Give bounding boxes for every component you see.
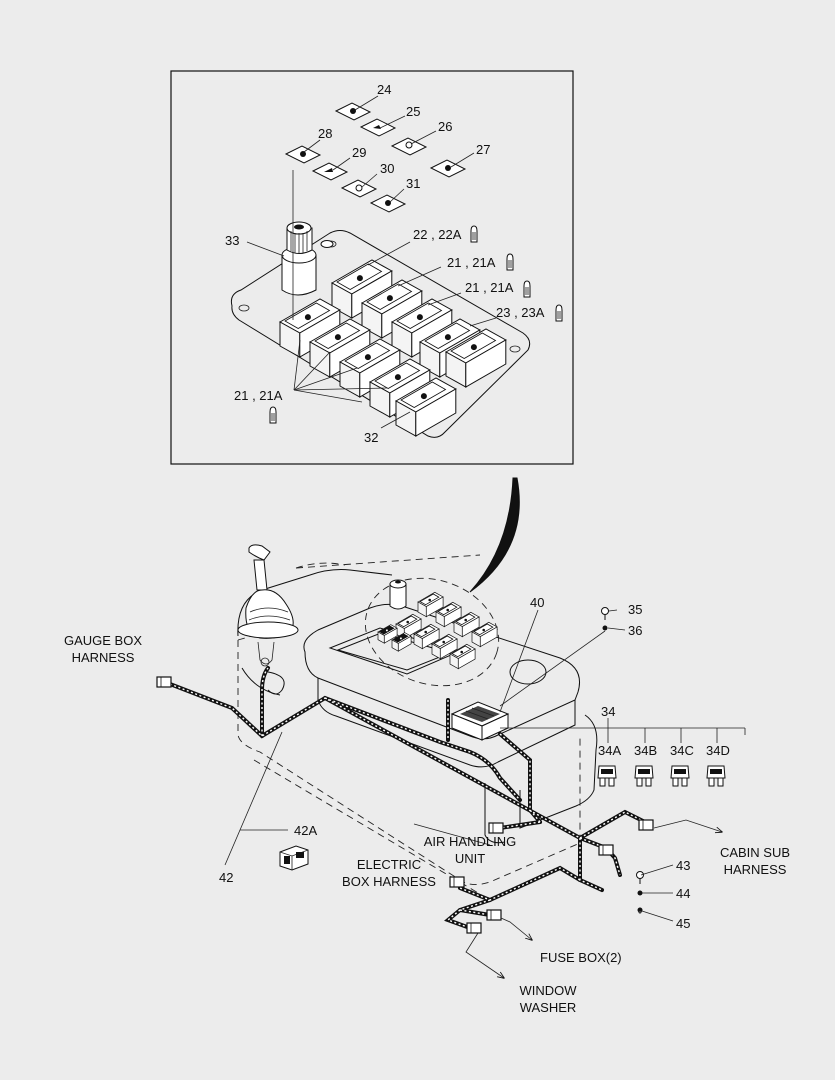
connector-air-handling: [488, 822, 504, 834]
connector-42a: [279, 845, 309, 871]
symbol-keycaps: [284, 102, 467, 213]
bulb-icon: [269, 406, 277, 424]
part-label-27: 27: [476, 142, 490, 157]
air-handling-unit-label: AIR HANDLING: [424, 834, 516, 849]
part-label-43: 43: [676, 858, 690, 873]
connector-electric-box: [449, 876, 465, 888]
part-label-22: 22 , 22A: [413, 227, 462, 242]
part-label-44: 44: [676, 886, 690, 901]
wire-harness: [168, 666, 647, 930]
part-label-40: 40: [530, 595, 544, 610]
window-washer-label: WINDOW: [519, 983, 577, 998]
fuse-34a: [597, 765, 617, 787]
part-label-24: 24: [377, 82, 391, 97]
part-label-29: 29: [352, 145, 366, 160]
cabin-sub-harness-label: CABIN SUB: [720, 845, 790, 860]
gauge-box-harness-label: GAUGE BOX: [64, 633, 142, 648]
bulb-icon: [523, 280, 531, 298]
bulb-icon: [470, 225, 478, 243]
rocker-switches: [278, 259, 507, 437]
part-label-21-left: 21 , 21A: [234, 388, 283, 403]
joystick: [237, 544, 299, 667]
part-label-42: 42: [219, 870, 233, 885]
part-label-33: 33: [225, 233, 239, 248]
part-label-32: 32: [364, 430, 378, 445]
screw-43: [636, 871, 644, 884]
switch-cluster-console: [377, 591, 498, 670]
part-label-34a: 34A: [598, 743, 621, 758]
electric-box-harness-label: ELECTRIC: [357, 857, 421, 872]
part-label-30: 30: [380, 161, 394, 176]
window-washer-label-2: WASHER: [520, 1000, 577, 1015]
part-label-21-mid: 21 , 21A: [465, 280, 514, 295]
electric-box-harness-label-2: BOX HARNESS: [342, 874, 436, 889]
main-leaders: [224, 609, 746, 922]
connector-window-washer: [466, 922, 482, 934]
bulb-icon: [555, 304, 563, 322]
air-handling-unit-label-2: UNIT: [455, 851, 485, 866]
fuse-34d: [706, 765, 726, 787]
bulb-icon: [506, 253, 514, 271]
part-label-34: 34: [601, 704, 615, 719]
part-label-28: 28: [318, 126, 332, 141]
inset-leaders: [246, 95, 497, 429]
fuse-34b: [634, 765, 654, 787]
part-label-25: 25: [406, 104, 420, 119]
part-label-34c: 34C: [670, 743, 694, 758]
fuse-box-label: FUSE BOX(2): [540, 950, 622, 965]
part-label-26: 26: [438, 119, 452, 134]
part-label-31: 31: [406, 176, 420, 191]
gauge-box-harness-label-2: HARNESS: [72, 650, 135, 665]
part-label-34d: 34D: [706, 743, 730, 758]
rotary-knob-small: [389, 579, 407, 610]
part-label-21-top: 21 , 21A: [447, 255, 496, 270]
part-label-36: 36: [628, 623, 642, 638]
part-label-45: 45: [676, 916, 690, 931]
screw-35: [601, 607, 609, 620]
washer-44: [637, 890, 643, 896]
fuse-34c: [670, 765, 690, 787]
washer-36: [602, 625, 608, 631]
connector-gauge-box: [156, 676, 172, 688]
connector-cabin-sub: [638, 819, 654, 831]
connector-ground: [598, 844, 614, 856]
destination-arrows: [465, 819, 722, 978]
cabin-sub-harness-label-2: HARNESS: [724, 862, 787, 877]
part-label-35: 35: [628, 602, 642, 617]
part-label-34b: 34B: [634, 743, 657, 758]
part-label-23: 23 , 23A: [496, 305, 545, 320]
connector-fuse-box: [486, 909, 502, 921]
part-label-42a: 42A: [294, 823, 317, 838]
zoom-connector: [469, 477, 520, 593]
relay-box: [450, 701, 510, 741]
